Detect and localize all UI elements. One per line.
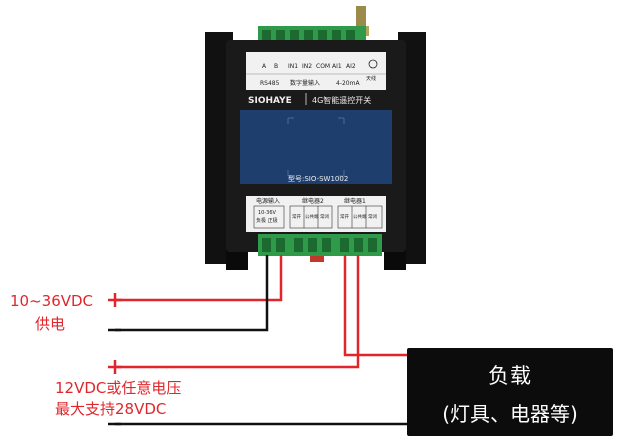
relay1-com-label: 公共端 <box>353 213 367 220</box>
load-voltage-annotation: 12VDC或任意电压 <box>55 379 182 397</box>
terminal-label-ai2: AI2 <box>346 63 356 70</box>
power-voltage-annotation: 10~36VDC <box>10 292 94 310</box>
terminal-label-in2: IN2 <box>302 63 312 70</box>
load-box: 负载 (灯具、电器等) <box>407 348 613 436</box>
rs485-label: RS485 <box>260 80 280 87</box>
power-voltage-label: 10-36V <box>258 210 277 216</box>
analog-input-label: 4-20mA <box>336 80 360 87</box>
model-number: 型号:SIO-SW1002 <box>288 174 348 183</box>
digital-input-label: 数字量输入 <box>290 79 320 87</box>
plus-sign-power <box>108 293 122 307</box>
product-name: 4G智能遥控开关 <box>312 95 371 105</box>
relay2-nc-label: 常闭 <box>320 213 329 220</box>
bottom-terminal-labels: 电源输入 继电器2 继电器1 10-36V 负极 正极 常开 公共端 常闭 常开… <box>256 197 377 224</box>
terminal-label-com: COM <box>316 63 330 70</box>
load-title: 负载 <box>488 364 532 388</box>
top-label-panel <box>246 52 386 90</box>
load-supply-positive-wire <box>115 255 360 369</box>
terminal-label-a: A <box>262 63 267 70</box>
plus-sign-load <box>108 360 122 374</box>
relay1-nc-label: 常闭 <box>368 213 377 220</box>
power-positive-wire <box>115 255 283 302</box>
terminal-label-ai1: AI1 <box>332 63 342 70</box>
relay1-no-label: 常开 <box>340 213 349 220</box>
power-negative-wire <box>115 255 269 332</box>
power-supply-annotation: 供电 <box>35 315 66 333</box>
antenna-icon <box>368 59 378 69</box>
load-max-voltage-annotation: 最大支持28VDC <box>55 400 167 418</box>
terminal-label-b: B <box>274 63 278 70</box>
power-polarity-label: 负极 正极 <box>256 217 278 224</box>
bottom-label-panel <box>246 196 386 232</box>
antenna-connector <box>356 6 366 28</box>
bottom-terminal-block <box>258 234 382 256</box>
load-subtitle: (灯具、电器等) <box>442 402 578 426</box>
terminal-label-in1: IN1 <box>288 63 298 70</box>
top-terminal-labels: A B IN1 IN2 COM AI1 AI2 RS485 数字量输入 4-20… <box>260 63 376 87</box>
relay1-label: 继电器1 <box>344 197 366 205</box>
power-input-label: 电源输入 <box>256 197 280 205</box>
blue-display-panel <box>240 110 392 184</box>
relay2-com-label: 公共端 <box>305 213 319 220</box>
relay-to-load-wire <box>343 255 407 357</box>
brand-logo: SIOHAYE <box>248 96 292 106</box>
relay2-label: 继电器2 <box>302 197 324 205</box>
antenna-label: 天线 <box>366 75 376 82</box>
relay2-no-label: 常开 <box>292 213 301 220</box>
